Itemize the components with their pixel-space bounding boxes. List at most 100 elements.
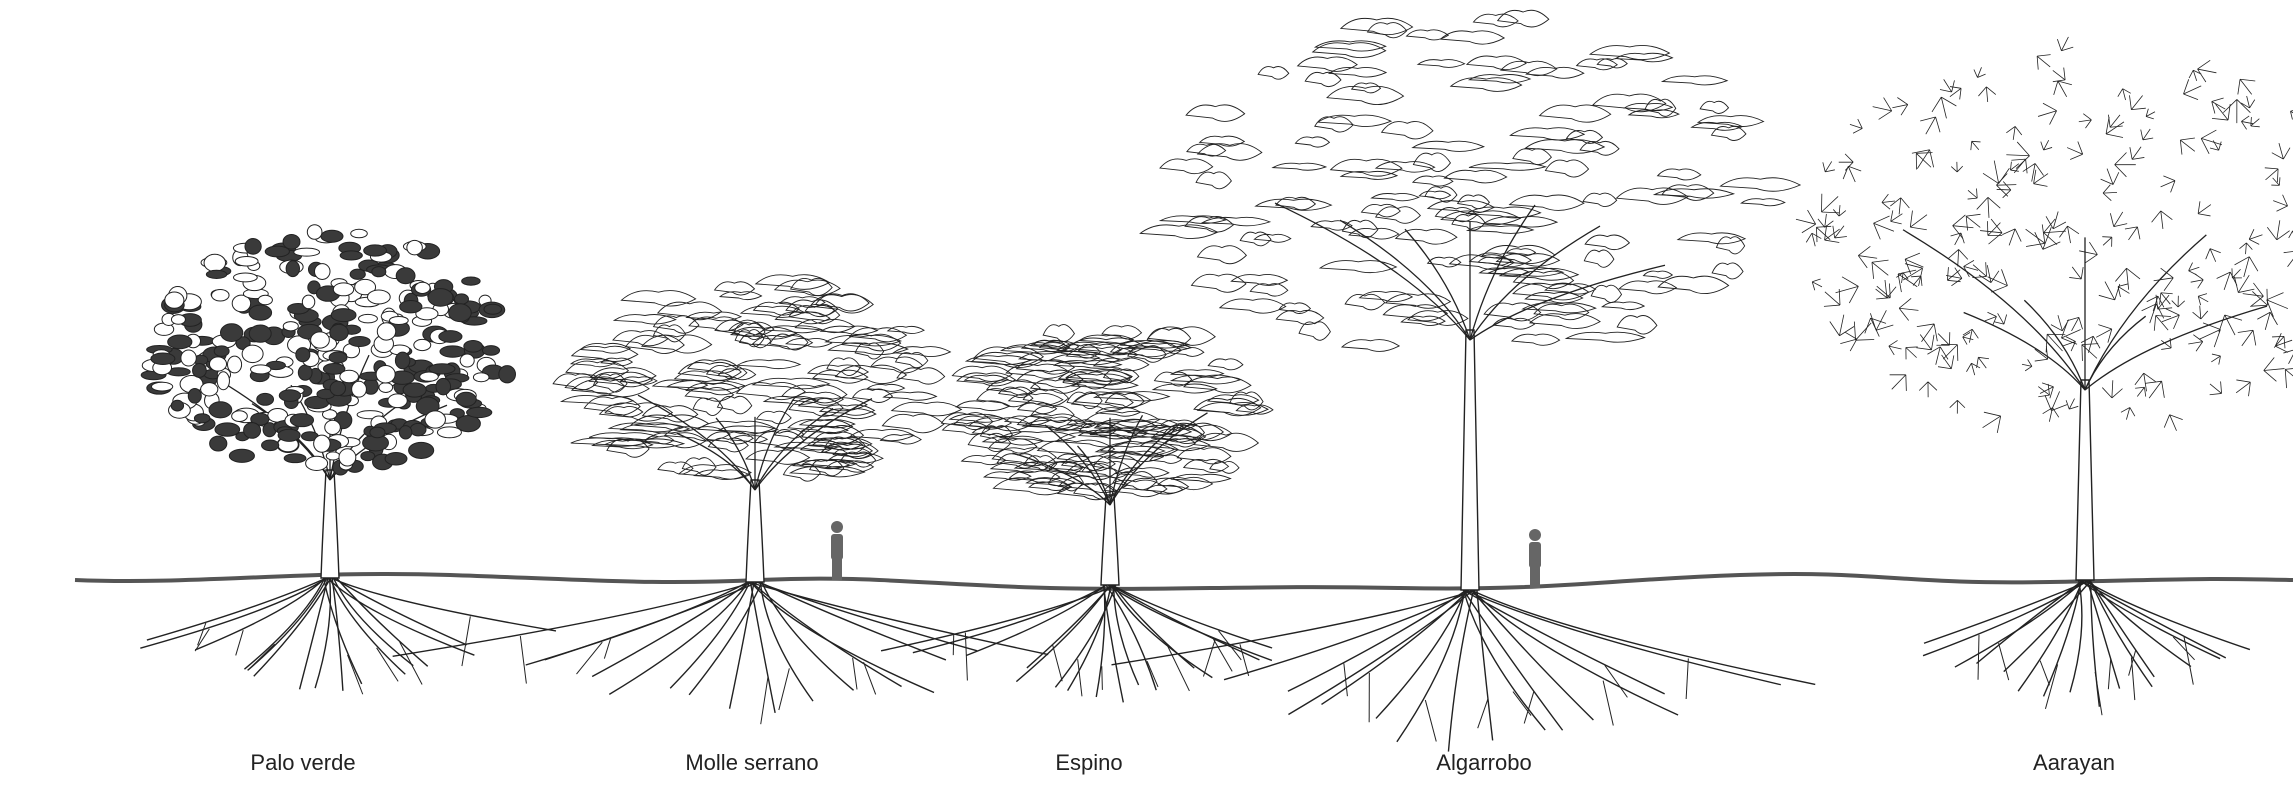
foliage-outline — [688, 360, 739, 374]
leaf-spray — [2051, 315, 2069, 331]
foliage-cluster — [249, 325, 271, 342]
leaf-spray — [2141, 129, 2153, 140]
leaf-spray — [2054, 81, 2072, 97]
foliage-outline — [892, 402, 962, 416]
foliage-outline — [738, 360, 801, 369]
root-branch — [198, 623, 206, 645]
foliage-outline — [1184, 377, 1251, 393]
foliage-outline — [1425, 187, 1457, 203]
tree-aarayan — [1796, 37, 2293, 715]
root-line — [1103, 585, 1123, 702]
foliage-outline — [1345, 294, 1384, 310]
foliage-outline — [956, 401, 1009, 411]
foliage-outline — [1498, 10, 1549, 27]
leaf-spray — [2110, 212, 2127, 227]
foliage-outline — [1619, 281, 1676, 294]
foliage-outline — [1320, 261, 1396, 273]
foliage-outline — [1484, 303, 1541, 321]
leaf-spray — [2284, 251, 2293, 267]
foliage-cluster — [228, 356, 242, 373]
foliage-outline — [1313, 43, 1386, 58]
leaf-spray — [1948, 249, 1967, 266]
trunk — [2076, 380, 2094, 580]
trunk — [746, 480, 764, 582]
foliage-cluster — [221, 324, 243, 342]
leaf-spray — [1917, 324, 1937, 342]
root-line — [966, 585, 1105, 656]
foliage-cluster — [436, 378, 451, 395]
leaf-spray — [1977, 197, 2001, 218]
root-line — [670, 582, 750, 688]
leaf-spray — [2191, 274, 2204, 288]
root-branch — [604, 638, 610, 658]
foliage-outline — [1342, 340, 1399, 352]
foliage-outline — [1150, 455, 1182, 464]
leaf-spray — [2102, 237, 2112, 247]
root-branch — [1686, 658, 1688, 699]
foliage-outline — [888, 326, 924, 333]
leaf-spray — [2257, 312, 2277, 330]
leaf-spray — [1830, 315, 1854, 336]
foliage-outline — [1493, 318, 1534, 329]
leaf-spray — [1850, 119, 1862, 133]
leaf-spray — [2115, 153, 2136, 177]
foliage-outline — [1526, 67, 1583, 78]
root-branch — [1203, 640, 1215, 677]
foliage-outline — [1512, 334, 1560, 345]
leaf-spray — [2198, 294, 2208, 305]
ground-line — [75, 574, 2293, 589]
foliage-outline — [1545, 160, 1588, 177]
foliage-cluster — [460, 354, 474, 367]
foliage-outline — [1473, 14, 1518, 27]
foliage-outline — [1501, 61, 1557, 75]
leaf-spray — [2053, 68, 2065, 82]
foliage-outline — [810, 295, 873, 313]
foliage-cluster — [333, 283, 353, 296]
leaf-spray — [2129, 95, 2145, 109]
foliage-cluster — [330, 381, 345, 396]
leaf-spray — [1796, 210, 1816, 233]
tree-label-aarayan: Aarayan — [2033, 750, 2115, 776]
root-line — [1108, 585, 1272, 660]
foliage-outline — [1171, 375, 1240, 384]
root-branch — [1240, 644, 1249, 676]
leaf-spray — [1833, 226, 1847, 238]
foliage-outline — [827, 358, 861, 376]
human-scale-figure-body — [831, 534, 843, 560]
human-scale-figure-head — [831, 521, 843, 533]
foliage-outline — [1318, 115, 1391, 126]
foliage-cluster — [232, 411, 248, 422]
leaf-spray — [1854, 322, 1874, 341]
foliage-outline — [1085, 411, 1159, 427]
leaf-spray — [2121, 407, 2135, 419]
foliage-outline — [1341, 18, 1413, 34]
foliage-cluster — [286, 261, 299, 277]
foliage-outline — [1418, 60, 1465, 68]
root-line — [244, 578, 324, 669]
leaf-spray — [2146, 109, 2155, 119]
foliage-outline — [1220, 299, 1286, 313]
root-line — [1463, 590, 1562, 730]
foliage-outline — [1413, 176, 1453, 186]
foliage-cluster — [210, 436, 227, 451]
tree-label-algarrobo: Algarrobo — [1436, 750, 1531, 776]
root-line — [1055, 585, 1115, 687]
foliage-cluster — [420, 372, 439, 381]
leaf-spray — [2251, 289, 2267, 306]
leaf-spray — [1971, 141, 1981, 150]
leaf-spray — [2154, 268, 2174, 291]
leaf-spray — [2099, 282, 2120, 300]
branch — [2085, 316, 2146, 390]
leaf-spray — [1843, 166, 1861, 182]
foliage-outline — [1444, 170, 1506, 183]
root-line — [592, 582, 750, 676]
foliage-outline — [1741, 199, 1784, 206]
foliage-outline — [572, 379, 649, 396]
leaf-spray — [1977, 357, 1989, 368]
foliage-cluster — [367, 290, 390, 304]
foliage-outline — [1617, 315, 1657, 334]
leaf-spray — [2172, 296, 2185, 307]
root-branch — [462, 616, 470, 666]
leaf-spray — [2142, 304, 2164, 323]
